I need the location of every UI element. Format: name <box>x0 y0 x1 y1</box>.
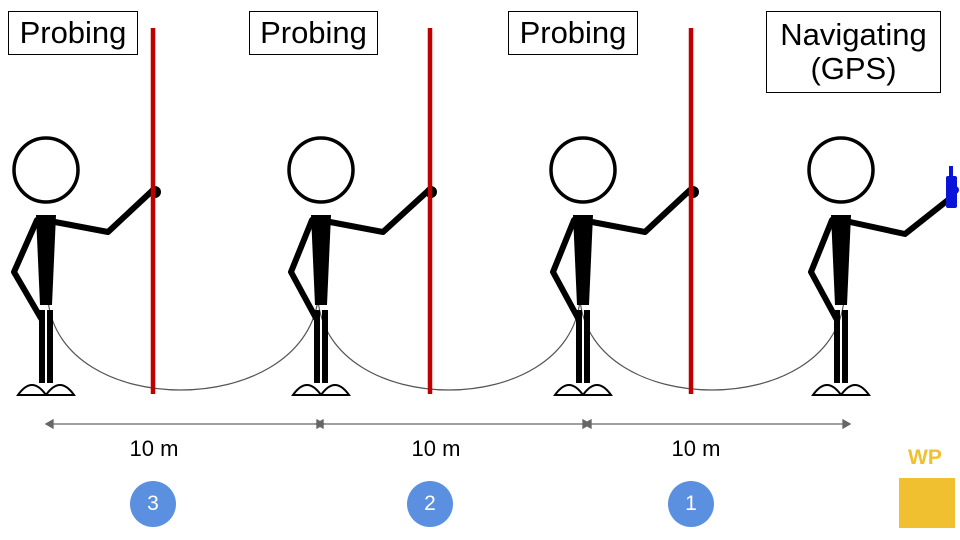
role-label-navigating-line1: Navigating <box>780 17 927 52</box>
order-badge-1: 1 <box>668 481 714 527</box>
rope <box>47 299 845 391</box>
role-label-navigating: Navigating (GPS) <box>766 11 941 93</box>
person-probing-3 <box>11 28 161 396</box>
distance-label-1: 10 m <box>129 436 179 461</box>
distance-arrows <box>44 418 852 430</box>
person-probing-1 <box>549 28 699 396</box>
role-label-navigating-line2: (GPS) <box>810 51 897 86</box>
waypoint-label: WP <box>908 446 942 469</box>
order-badge-2: 2 <box>407 481 453 527</box>
role-label-probing-2: Probing <box>249 11 378 55</box>
distance-label-2: 10 m <box>411 436 461 461</box>
role-label-probing-3: Probing <box>8 11 138 55</box>
person-navigating <box>807 136 959 396</box>
gps-device-icon <box>946 166 959 208</box>
order-badge-3: 3 <box>130 481 176 527</box>
distance-label-3: 10 m <box>671 436 721 461</box>
role-label-probing-1: Probing <box>508 11 638 55</box>
waypoint-marker <box>899 478 955 528</box>
person-probing-2 <box>287 28 437 396</box>
